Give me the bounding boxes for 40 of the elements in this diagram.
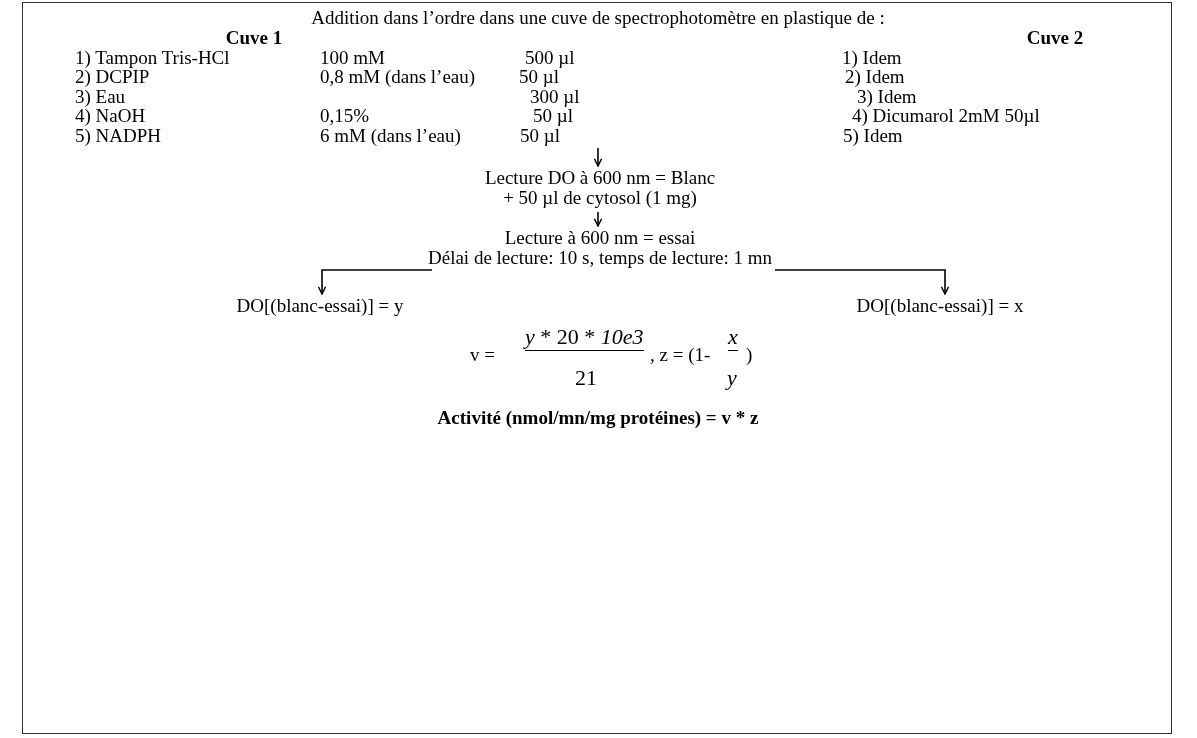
table-cell: 100 mM <box>320 48 385 68</box>
table-cell: 4) Dicumarol 2mM 50µl <box>852 106 1040 126</box>
column-heading: Cuve 1 <box>225 28 283 48</box>
formula-numerator: y* 20 *10e3 <box>525 324 644 351</box>
formula-text: v = <box>470 345 495 365</box>
formula-variable: x <box>728 324 738 351</box>
formula-variable: y <box>727 365 737 391</box>
formula-denominator: 21 <box>575 365 597 391</box>
arrow <box>593 147 603 167</box>
table-cell: 5) Idem <box>843 126 903 146</box>
step-text: Délai de lecture: 10 s, temps de lecture: 1 mn <box>428 248 772 268</box>
result-formula: Activité (nmol/mn/mg protéines) = v * z <box>437 408 759 428</box>
formula-text: ) <box>746 345 753 365</box>
result-text: DO[(blanc-essai)] = y <box>236 296 404 316</box>
table-cell: 1) Tampon Tris-HCl <box>75 48 230 68</box>
table-cell: 50 µl <box>533 106 573 126</box>
arrow <box>774 269 950 295</box>
table-cell: 2) Idem <box>845 67 905 87</box>
table-cell: 50 µl <box>519 67 559 87</box>
result-text: DO[(blanc-essai)] = x <box>856 296 1024 316</box>
arrow <box>317 269 433 295</box>
formula-text: , z = (1- <box>650 345 711 365</box>
table-cell: 3) Eau <box>75 87 126 107</box>
table-cell: 1) Idem <box>842 48 902 68</box>
step-text: + 50 µl de cytosol (1 mg) <box>503 188 697 208</box>
table-cell: 3) Idem <box>857 87 917 107</box>
step-text: Lecture DO à 600 nm = Blanc <box>484 168 716 188</box>
table-cell: 4) NaOH <box>75 106 146 126</box>
table-cell: 0,15% <box>320 106 370 126</box>
step-text: Lecture à 600 nm = essai <box>504 228 696 248</box>
table-cell: 5) NADPH <box>75 126 162 146</box>
arrow <box>593 211 603 227</box>
table-cell: 300 µl <box>530 87 580 107</box>
instruction-text: Addition dans l’ordre dans une cuve de spectrophotomètre en plastique de : <box>311 8 885 28</box>
table-cell: 6 mM (dans l’eau) <box>320 126 461 146</box>
table-cell: 50 µl <box>520 126 560 146</box>
column-heading: Cuve 2 <box>1026 28 1084 48</box>
table-cell: 0,8 mM (dans l’eau) <box>320 67 476 87</box>
table-cell: 500 µl <box>525 48 575 68</box>
table-cell: 2) DCPIP <box>75 67 150 87</box>
